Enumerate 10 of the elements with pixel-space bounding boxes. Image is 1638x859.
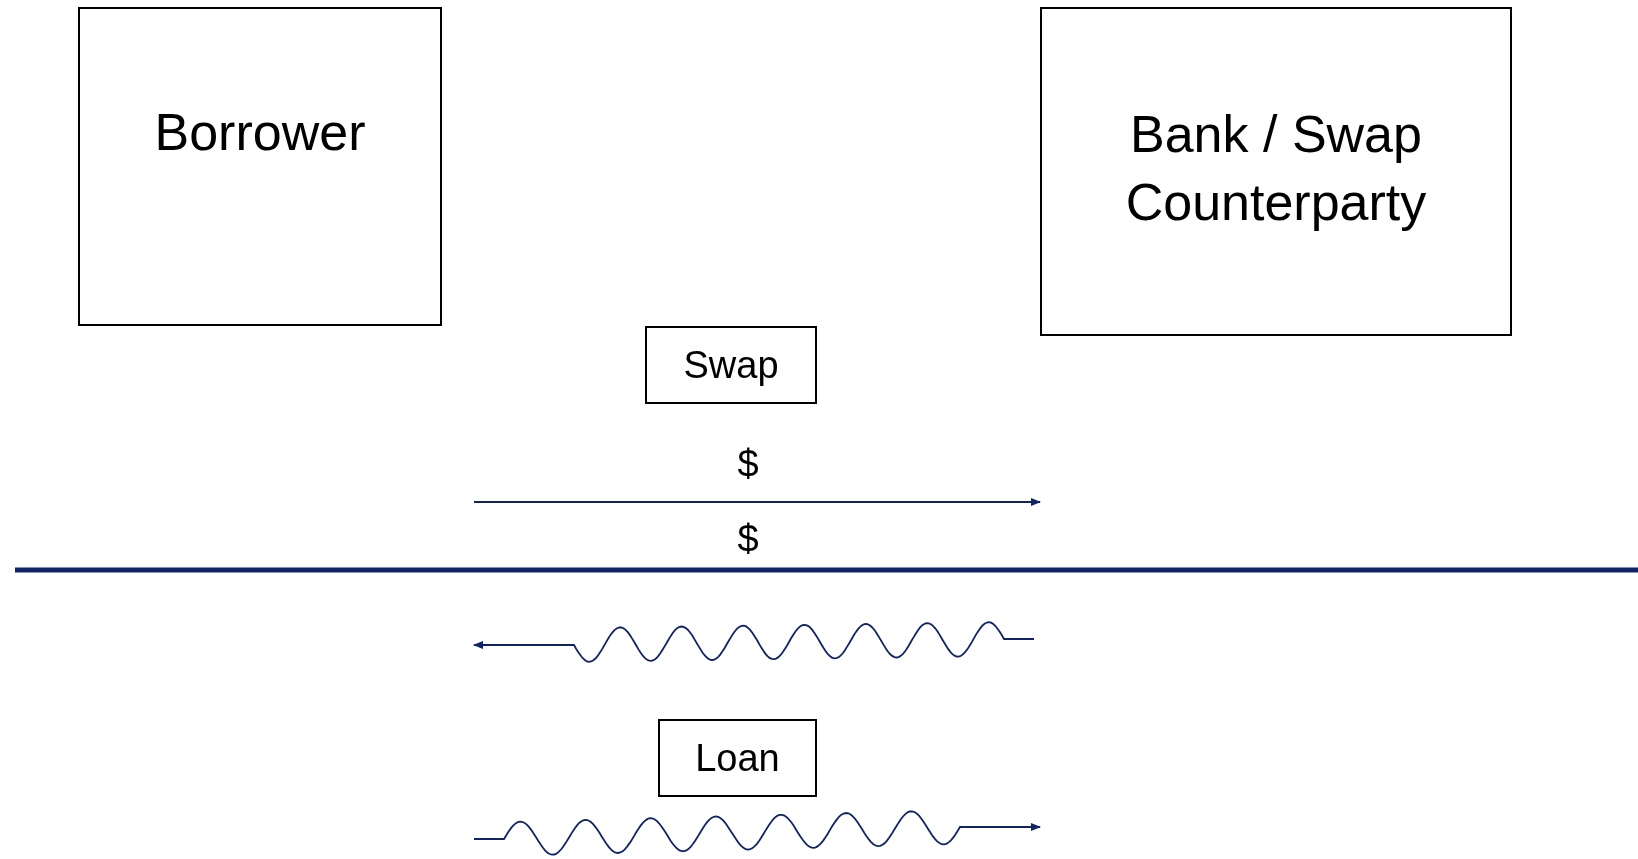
box-label: Borrower (153, 102, 367, 163)
text-box (1040, 7, 1512, 336)
box-label: Loan (694, 735, 781, 781)
text-box (78, 7, 442, 326)
dollar-sign: $ (737, 445, 759, 483)
text-box (645, 326, 817, 404)
box-label: Swap (682, 342, 780, 388)
text-box (658, 719, 817, 797)
box-label: Bank / Swap Counterparty (1124, 104, 1428, 233)
dollar-sign: $ (737, 520, 759, 558)
